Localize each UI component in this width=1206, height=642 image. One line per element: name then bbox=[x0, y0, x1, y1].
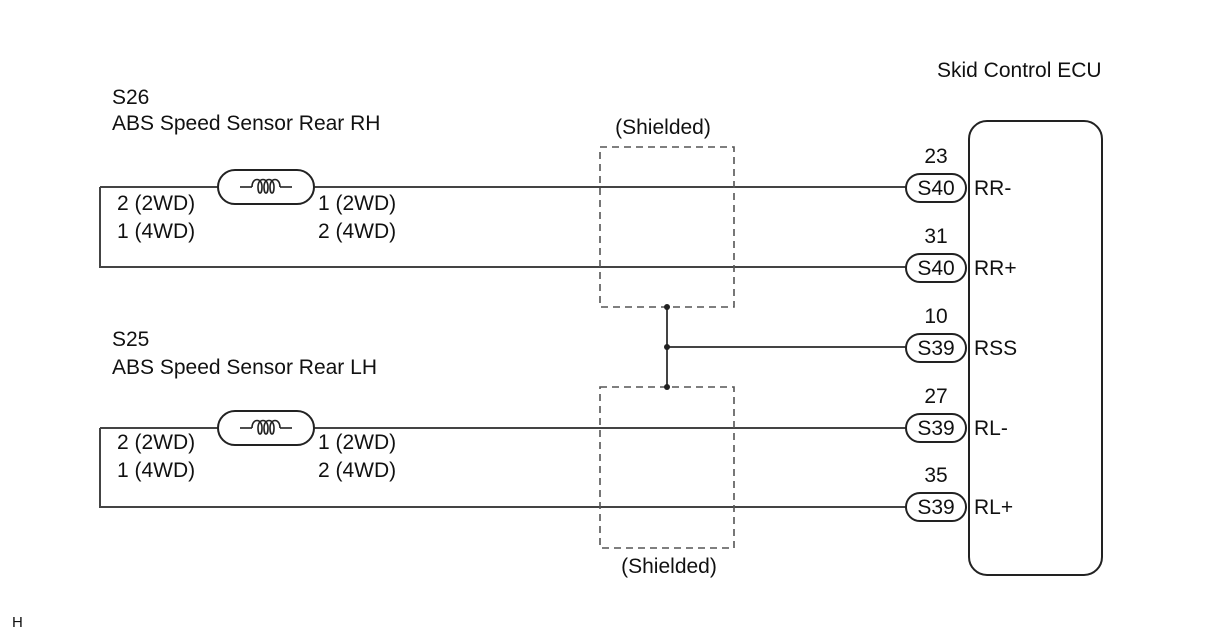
wire-lh-loop bbox=[99, 428, 906, 508]
connector-code: S39 bbox=[917, 496, 954, 519]
sensor-pin-label: 1 (4WD) bbox=[117, 459, 195, 482]
signal-label: RL- bbox=[974, 417, 1008, 440]
sensor-pin-label: 1 (2WD) bbox=[318, 192, 396, 215]
pin-number: 35 bbox=[924, 464, 947, 487]
pin-number: 31 bbox=[924, 225, 947, 248]
sensor-pin-label: 2 (2WD) bbox=[117, 431, 195, 454]
connector-pill bbox=[905, 413, 967, 443]
splice-point-mid bbox=[664, 344, 670, 350]
connector-pill bbox=[905, 492, 967, 522]
connector-code: S39 bbox=[917, 417, 954, 440]
splice-point-bottom bbox=[664, 384, 670, 390]
sensor-lh-symbol bbox=[217, 410, 315, 446]
connector-code: S40 bbox=[917, 177, 954, 200]
sensor-rh-symbol bbox=[217, 169, 315, 205]
pin-number: 27 bbox=[924, 385, 947, 408]
signal-label: RR+ bbox=[974, 257, 1017, 280]
sensor-code: S26 bbox=[112, 86, 149, 109]
connector-code: S40 bbox=[917, 257, 954, 280]
sensor-code: S25 bbox=[112, 328, 149, 351]
pin-number: 23 bbox=[924, 145, 947, 168]
sensor-pin-label: 2 (4WD) bbox=[318, 220, 396, 243]
wire-rh-loop bbox=[99, 187, 906, 268]
coil-icon bbox=[251, 178, 281, 194]
ecu-title: Skid Control ECU bbox=[937, 59, 1102, 82]
connector-pill bbox=[905, 253, 967, 283]
sensor-name: ABS Speed Sensor Rear RH bbox=[112, 112, 380, 135]
connector-pill bbox=[905, 173, 967, 203]
signal-label: RSS bbox=[974, 337, 1017, 360]
sensor-pin-label: 2 (4WD) bbox=[318, 459, 396, 482]
connector-pill bbox=[905, 333, 967, 363]
signal-label: RL+ bbox=[974, 496, 1013, 519]
sensor-pin-label: 2 (2WD) bbox=[117, 192, 195, 215]
shield-label: (Shielded) bbox=[621, 555, 717, 578]
sensor-pin-label: 1 (2WD) bbox=[318, 431, 396, 454]
sensor-name: ABS Speed Sensor Rear LH bbox=[112, 356, 377, 379]
connector-code: S39 bbox=[917, 337, 954, 360]
pin-number: 10 bbox=[924, 305, 947, 328]
signal-label: RR- bbox=[974, 177, 1011, 200]
corner-mark: H bbox=[12, 614, 23, 631]
shield-box-upper bbox=[599, 146, 735, 308]
wire-shield-ground bbox=[666, 307, 906, 387]
ecu-box bbox=[968, 120, 1103, 576]
splice-point-top bbox=[664, 304, 670, 310]
sensor-pin-label: 1 (4WD) bbox=[117, 220, 195, 243]
shield-label: (Shielded) bbox=[615, 116, 711, 139]
coil-icon bbox=[251, 419, 281, 435]
shield-box-lower bbox=[599, 386, 735, 549]
